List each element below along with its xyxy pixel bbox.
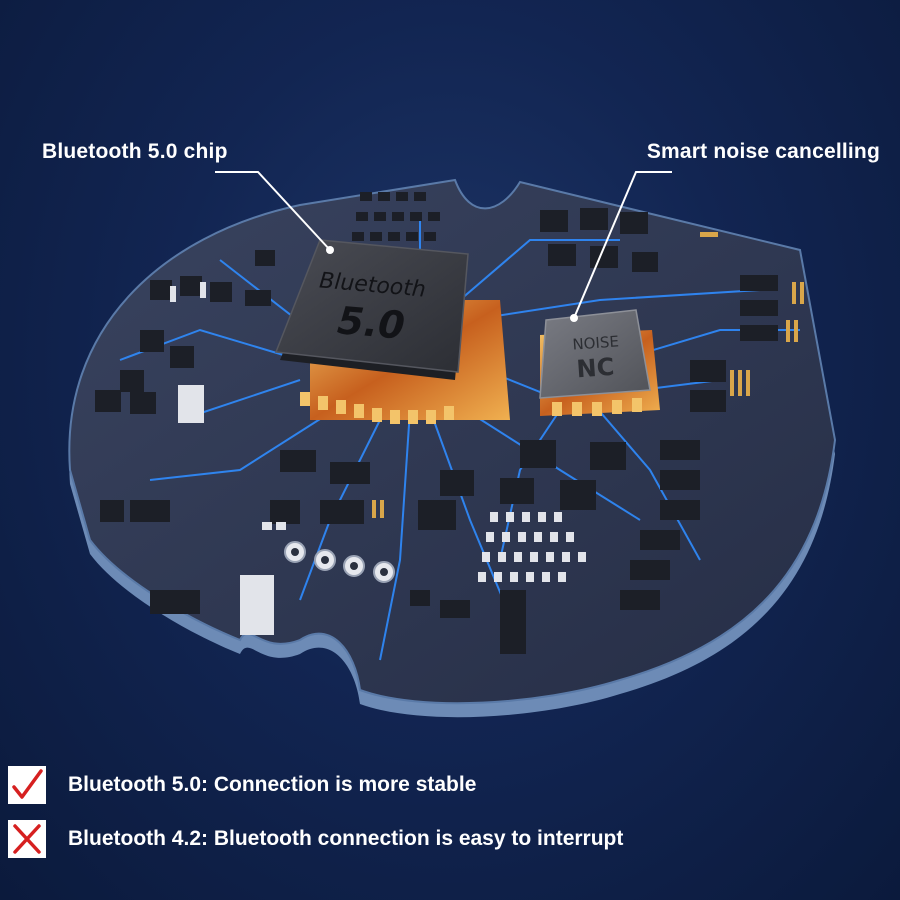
comparison-row-bt42: Bluetooth 4.2: Bluetooth connection is e…	[8, 820, 623, 858]
noise-cancelling-label: Smart noise cancelling	[646, 140, 880, 163]
callout-dot-bluetooth	[326, 246, 334, 254]
bluetooth-chip-label: Bluetooth 5.0 chip	[42, 140, 228, 163]
comparison-text-bt50: Bluetooth 5.0: Connection is more stable	[68, 773, 477, 796]
noise-chip-text-line2: NC	[576, 353, 616, 384]
comparison-text-bt42: Bluetooth 4.2: Bluetooth connection is e…	[68, 827, 624, 850]
callout-dot-noise	[570, 314, 578, 322]
noise-cancelling-chip	[539, 309, 660, 416]
bluetooth-chip	[274, 239, 510, 424]
comparison-row-bt50: Bluetooth 5.0: Connection is more stable	[8, 766, 476, 804]
bluetooth-chip-text-line2: 5.0	[336, 298, 407, 348]
callout-lines	[215, 171, 672, 319]
cross-icon	[8, 820, 46, 858]
noise-chip-text-line1: NOISE	[572, 332, 620, 353]
small-components	[95, 192, 804, 654]
check-icon	[8, 766, 46, 804]
